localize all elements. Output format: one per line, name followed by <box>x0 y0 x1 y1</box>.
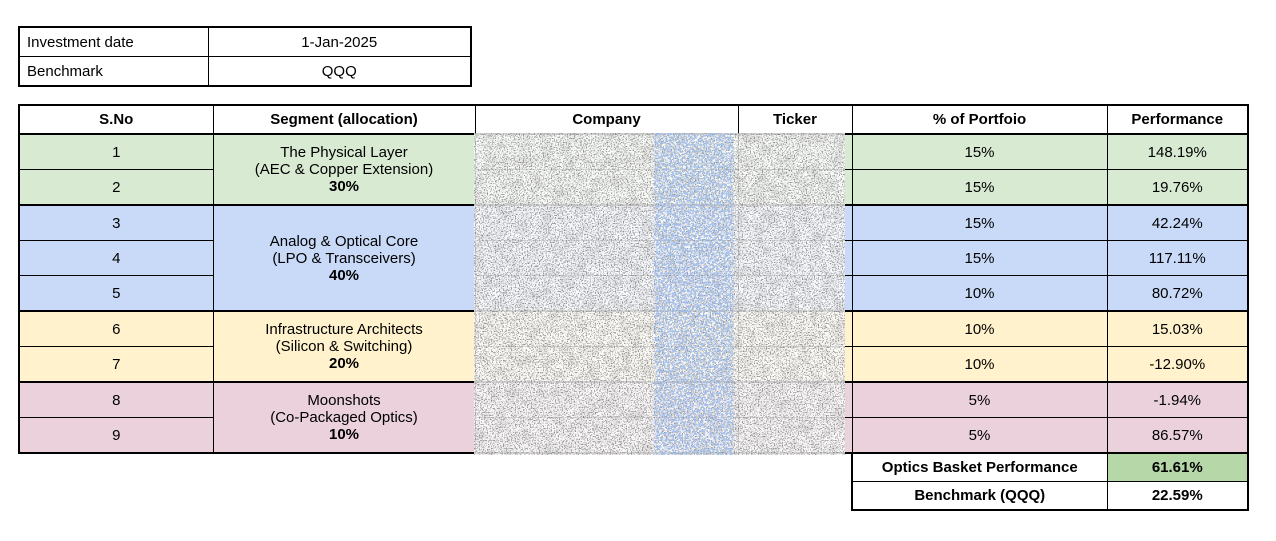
col-header-performance: Performance <box>1106 104 1249 135</box>
cell-company-redacted <box>474 346 739 383</box>
investment-date-label: Investment date <box>18 26 209 57</box>
segment-name: The Physical Layer <box>280 144 408 161</box>
segment-subtitle: (Silicon & Switching) <box>275 338 413 355</box>
cell-portfolio-pct: 5% <box>851 417 1108 454</box>
cell-sno: 8 <box>18 381 214 418</box>
table-row: 7 10% -12.90% <box>18 346 1249 383</box>
segment-name: Moonshots <box>307 392 381 409</box>
cell-sno: 5 <box>18 275 214 312</box>
cell-portfolio-pct: 10% <box>851 275 1108 312</box>
portfolio-table: S.No Segment (allocation) Company Ticker… <box>18 104 1249 511</box>
cell-ticker-redacted <box>737 133 853 170</box>
segment-cell: Moonshots (Co-Packaged Optics) 10% <box>212 381 476 454</box>
table-row: 2 15% 19.76% <box>18 169 1249 206</box>
cell-portfolio-pct: 10% <box>851 310 1108 347</box>
col-header-portfolio-pct: % of Portfoio <box>851 104 1108 135</box>
cell-company-redacted <box>474 381 739 418</box>
cell-sno: 7 <box>18 346 214 383</box>
table-row: 8 Moonshots (Co-Packaged Optics) 10% 5% … <box>18 381 1249 454</box>
col-header-segment: Segment (allocation) <box>212 104 476 135</box>
benchmark-label: Benchmark <box>18 56 209 87</box>
segment-allocation: 40% <box>328 266 360 284</box>
segment-name: Analog & Optical Core <box>269 232 419 250</box>
col-header-ticker: Ticker <box>737 104 853 135</box>
cell-performance: -12.90% <box>1106 346 1249 383</box>
summary-row: Benchmark (QQQ) 22.59% <box>19 481 1249 511</box>
segment-name: Infrastructure Architects <box>265 321 423 338</box>
cell-ticker-redacted <box>737 310 853 347</box>
table-row: 4 15% 117.11% <box>18 240 1249 276</box>
cell-sno: 1 <box>18 133 214 170</box>
cell-performance: 19.76% <box>1106 169 1249 206</box>
cell-sno: 9 <box>18 417 214 454</box>
segment-cell: The Physical Layer (AEC & Copper Extensi… <box>212 133 476 206</box>
cell-ticker-redacted <box>737 275 853 312</box>
cell-ticker-redacted <box>737 417 853 454</box>
cell-sno: 4 <box>18 240 214 276</box>
empty-spacer <box>19 453 852 482</box>
cell-company-redacted <box>474 169 739 206</box>
cell-ticker-redacted <box>737 240 853 276</box>
summary-label-benchmark: Benchmark (QQQ) <box>851 481 1108 511</box>
header-row: S.No Segment (allocation) Company Ticker… <box>18 104 1249 135</box>
col-header-sno: S.No <box>18 104 214 135</box>
info-row: Benchmark QQQ <box>18 56 472 87</box>
cell-company-redacted <box>474 417 739 454</box>
cell-ticker-redacted <box>737 346 853 383</box>
cell-portfolio-pct: 10% <box>851 346 1108 383</box>
cell-company-redacted <box>474 275 739 312</box>
summary-label-basket: Optics Basket Performance <box>851 452 1108 482</box>
cell-performance: 80.72% <box>1106 275 1249 312</box>
segment-subtitle: (LPO & Transceivers) <box>272 249 416 267</box>
cell-company-redacted <box>474 204 739 241</box>
cell-ticker-redacted <box>737 169 853 206</box>
table-row: 1 The Physical Layer (AEC & Copper Exten… <box>18 133 1249 206</box>
cell-company-redacted <box>474 133 739 170</box>
cell-sno: 3 <box>18 204 214 241</box>
segment-subtitle: (AEC & Copper Extension) <box>254 161 434 178</box>
info-row: Investment date 1-Jan-2025 <box>18 26 472 57</box>
cell-performance: 148.19% <box>1106 133 1249 170</box>
cell-performance: 86.57% <box>1106 417 1249 454</box>
segment-cell: Analog & Optical Core (LPO & Transceiver… <box>212 204 476 312</box>
summary-row: Optics Basket Performance 61.61% <box>19 452 1249 482</box>
table-row: 6 Infrastructure Architects (Silicon & S… <box>18 310 1249 383</box>
cell-performance: 117.11% <box>1106 240 1249 276</box>
col-header-company: Company <box>474 104 739 135</box>
investment-date-value: 1-Jan-2025 <box>207 26 472 57</box>
info-table: Investment date 1-Jan-2025 Benchmark QQQ <box>18 26 472 87</box>
empty-spacer <box>19 481 852 510</box>
segment-allocation: 20% <box>328 355 360 372</box>
cell-ticker-redacted <box>737 381 853 418</box>
cell-company-redacted <box>474 310 739 347</box>
benchmark-value: QQQ <box>207 56 472 87</box>
segment-cell: Infrastructure Architects (Silicon & Swi… <box>212 310 476 383</box>
cell-performance: 42.24% <box>1106 204 1249 241</box>
cell-portfolio-pct: 5% <box>851 381 1108 418</box>
summary-value-basket: 61.61% <box>1106 452 1249 482</box>
cell-portfolio-pct: 15% <box>851 204 1108 241</box>
cell-company-redacted <box>474 240 739 276</box>
summary-value-benchmark: 22.59% <box>1106 481 1249 511</box>
cell-performance: 15.03% <box>1106 310 1249 347</box>
table-row: 3 Analog & Optical Core (LPO & Transceiv… <box>18 204 1249 312</box>
cell-portfolio-pct: 15% <box>851 169 1108 206</box>
table-row: 5 10% 80.72% <box>18 275 1249 312</box>
cell-sno: 6 <box>18 310 214 347</box>
cell-sno: 2 <box>18 169 214 206</box>
table-row: 9 5% 86.57% <box>18 417 1249 454</box>
cell-portfolio-pct: 15% <box>851 240 1108 276</box>
cell-portfolio-pct: 15% <box>851 133 1108 170</box>
segment-allocation: 10% <box>328 426 360 443</box>
cell-ticker-redacted <box>737 204 853 241</box>
cell-performance: -1.94% <box>1106 381 1249 418</box>
segment-subtitle: (Co-Packaged Optics) <box>270 409 418 426</box>
segment-allocation: 30% <box>328 178 360 195</box>
